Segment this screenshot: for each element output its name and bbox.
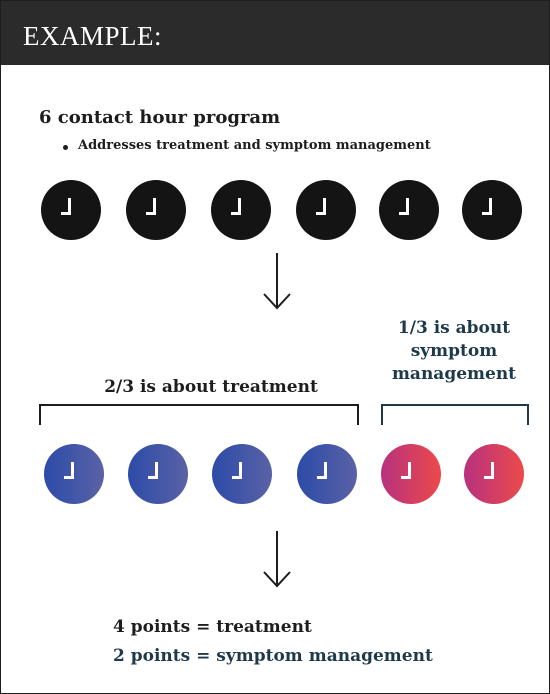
- clock-icon: [381, 444, 441, 504]
- bullet-dot: [63, 145, 68, 150]
- clock-icon: [41, 180, 101, 240]
- symptom-label-line: symptom: [410, 341, 498, 361]
- result-symptom: 2 points = symptom management: [113, 646, 433, 666]
- result-treatment: 4 points = treatment: [113, 617, 312, 637]
- clock-icon: [211, 180, 271, 240]
- symptom-label-line: management: [391, 364, 517, 384]
- clock-icon: [44, 444, 104, 504]
- down-arrow-icon: [263, 531, 291, 588]
- symptom-label-line: 1/3 is about: [397, 318, 511, 338]
- clock-icon: [128, 444, 188, 504]
- clock-icon: [212, 444, 272, 504]
- symptom-label: 1/3 is about symptom management: [379, 317, 529, 386]
- treatment-label: 2/3 is about treatment: [104, 377, 318, 397]
- clock-icon: [297, 444, 357, 504]
- header-title: EXAMPLE:: [23, 21, 162, 51]
- clock-icon: [296, 180, 356, 240]
- header-bar: EXAMPLE:: [1, 1, 549, 65]
- clock-icon: [462, 180, 522, 240]
- clock-icon: [126, 180, 186, 240]
- program-bullet-text: Addresses treatment and symptom manageme…: [78, 138, 431, 153]
- program-heading: 6 contact hour program: [39, 107, 281, 128]
- down-arrow-icon: [263, 253, 291, 310]
- treatment-bracket: [39, 404, 359, 425]
- clock-icon: [379, 180, 439, 240]
- clock-icon: [464, 444, 524, 504]
- symptom-bracket: [381, 404, 529, 425]
